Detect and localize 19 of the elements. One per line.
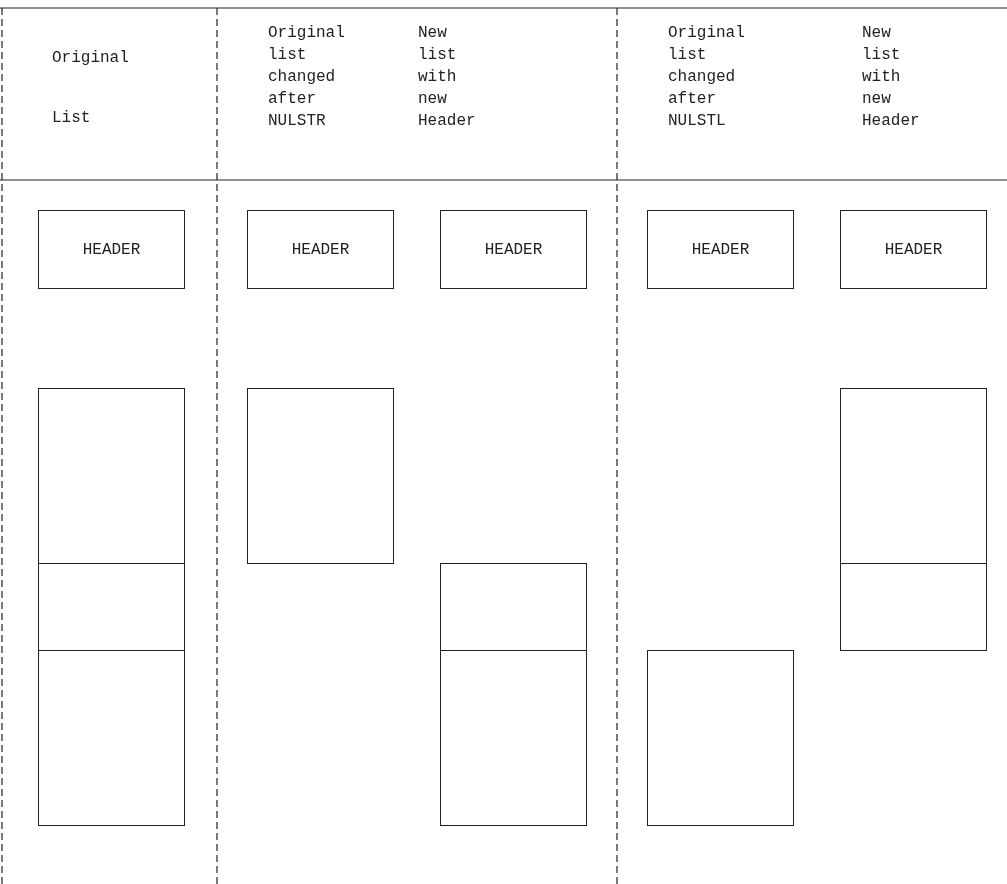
header-box: HEADER <box>440 210 587 289</box>
list-element-box <box>840 388 987 564</box>
list-element-box <box>38 563 185 651</box>
column-heading: Original list changed after NULSTL <box>668 23 746 132</box>
list-element-box <box>647 650 794 826</box>
header-box: HEADER <box>247 210 394 289</box>
column-heading: New list with new Header <box>862 23 921 132</box>
header-box: HEADER <box>647 210 794 289</box>
list-element-box <box>38 650 185 826</box>
list-element-box <box>38 388 185 564</box>
column-heading: Original list changed after NULSTR <box>268 23 346 132</box>
header-box: HEADER <box>38 210 185 289</box>
column-heading: Original List <box>52 48 130 129</box>
column-heading: New list with new Header <box>418 23 477 132</box>
list-element-box <box>840 563 987 651</box>
header-box: HEADER <box>840 210 987 289</box>
list-element-box <box>247 388 394 564</box>
list-element-box <box>440 563 587 651</box>
list-element-box <box>440 650 587 826</box>
